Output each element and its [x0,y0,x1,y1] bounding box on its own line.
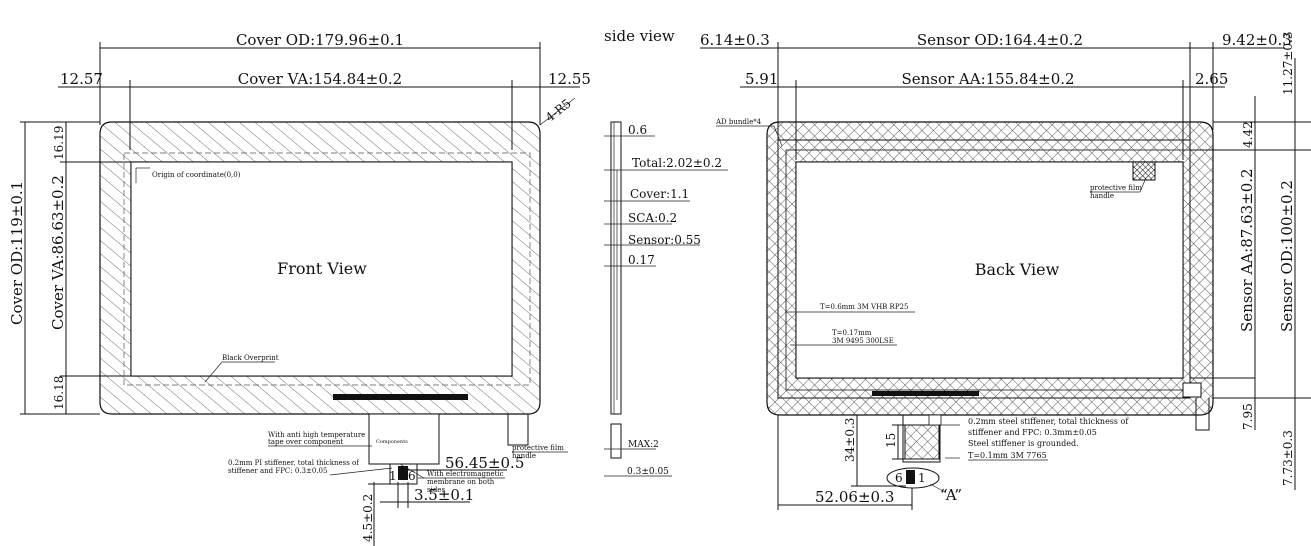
back-fpc-offset: 52.06±0.3 [815,488,894,506]
tape-note-2: tape over component [268,438,343,446]
back-film-handle [1132,161,1156,181]
back-height-od: Sensor OD:100±0.2 [1278,180,1296,332]
back-right-aa: 2.65 [1195,70,1228,88]
back-steel-stiffener [904,424,940,460]
front-top-margin: 16.19 [52,126,66,160]
emi-note-2: membrane on both [427,478,495,486]
back-left-aa: 5.91 [745,70,778,88]
front-pin-right: 6 [408,469,416,483]
back-tape-vhb: T=0.6mm 3M VHB RP25 [820,303,908,311]
front-left-margin-dim: 12.57 [60,70,103,88]
front-bottom-margin: 16.18 [52,376,66,410]
back-sensor-aa-outline [785,149,1191,391]
tape-7765-note: T=0.1mm 3M 7765 [968,451,1047,460]
back-sensor-aa: Sensor AA:155.84±0.2 [901,70,1074,88]
front-cover-height-va: Cover VA:86.63±0.2 [49,175,67,330]
steel-note-2: stiffener and FPC: 0.3mm±0.05 [968,428,1097,437]
back-pin-left: 6 [895,471,903,485]
side-sca: SCA:0.2 [628,211,677,225]
front-right-margin-dim: 12.55 [548,70,591,88]
back-active-area [795,161,1184,379]
back-view: 6.14±0.3 Sensor OD:164.4±0.2 9.42±0.3 5.… [700,31,1311,510]
steel-note-3: Steel stiffener is grounded. [968,439,1079,448]
back-tape-9495: 3M 9495 300LSE [832,337,894,345]
front-film-label-1: protective film [512,444,564,452]
side-sensor: Sensor:0.55 [628,233,701,247]
back-height-aa: Sensor AA:87.63±0.2 [1238,168,1256,332]
side-dim-0-6: 0.6 [628,123,647,137]
back-left-od: 6.14±0.3 [700,31,770,49]
front-view: Cover OD:179.96±0.1 Cover VA:154.84±0.2 … [8,31,591,546]
ad-bundle-label: AD bundle*4 [715,118,762,126]
back-bottom-aa: 7.95 [1241,403,1255,430]
back-pin-right: 1 [918,471,926,485]
front-active-area [130,161,513,377]
front-fpc-length: 4.5±0.2 [361,494,375,542]
black-overprint-label: Black Overprint [222,354,279,362]
front-fpc-tail [368,413,440,465]
front-fpc-offset: 56.45±0.5 [445,454,524,472]
pi-stiffener-2: stiffener and FPC: 0.3±0.05 [228,467,327,475]
front-cover-od-dim: Cover OD:179.96±0.1 [236,31,404,49]
front-fpc-connector [398,466,408,480]
pi-stiffener-1: 0.2mm PI stiffener, total thickness of [228,459,360,467]
back-bottom-od: 7.73±0.3 [1281,430,1295,486]
detail-a-circle [886,467,940,489]
tape-note-1: With anti high temperature [268,431,365,439]
front-film-tab [507,414,529,446]
back-top-aa: 4.42 [1241,121,1255,148]
front-bonding-strip [333,394,468,400]
back-fpc-tail [902,415,941,463]
side-fpc-thickness: 0.3±0.05 [627,467,669,477]
emi-note-3: sides [427,486,445,494]
front-film-label-2: handle [512,452,536,460]
origin-note: Origin of coordinate(0,0) [152,171,241,179]
back-film-label-2: handle [1090,192,1114,200]
back-bonding-strip [872,391,979,396]
side-total: Total:2.02±0.2 [632,156,722,170]
back-top-od: 11.27±0.3 [1281,32,1295,96]
front-cover-height-od: Cover OD:119±0.1 [8,181,26,325]
steel-note-1: 0.2mm steel stiffener, total thickness o… [968,417,1129,426]
detail-a-label: “A” [940,486,962,504]
front-cover-va-dim: Cover VA:154.84±0.2 [238,70,402,88]
side-stack [610,121,622,415]
side-view-title: side view [604,27,675,45]
front-pin-left: 1 [389,469,397,483]
side-dim-0-17: 0.17 [628,253,655,267]
front-view-title: Front View [277,259,367,278]
side-view: side view 0.6 Total:2.02±0.2 Cover:1.1 S… [604,27,728,477]
back-sensor-od: Sensor OD:164.4±0.2 [917,31,1083,49]
back-stiffener-width: 15 [884,433,898,448]
side-cover: Cover:1.1 [630,187,689,201]
back-fpc-connector [906,470,915,484]
back-film-tab [1195,398,1210,431]
components-label: Components [376,439,408,445]
emi-note-1: With electromagnetic [427,470,504,478]
back-view-title: Back View [975,260,1060,279]
back-right-od: 9.42±0.3 [1222,31,1292,49]
side-fpc [610,423,622,459]
front-corner-radius: 4-R5 [543,96,574,124]
back-fpc-length: 34±0.3 [843,418,857,462]
back-tape-t017: T=0.17mm [832,329,872,337]
front-va-dashed [123,152,531,386]
side-max: MAX:2 [628,440,659,450]
back-film-label-1: protective film [1090,184,1142,192]
front-fpc-width: 3.5±0.1 [414,486,474,504]
